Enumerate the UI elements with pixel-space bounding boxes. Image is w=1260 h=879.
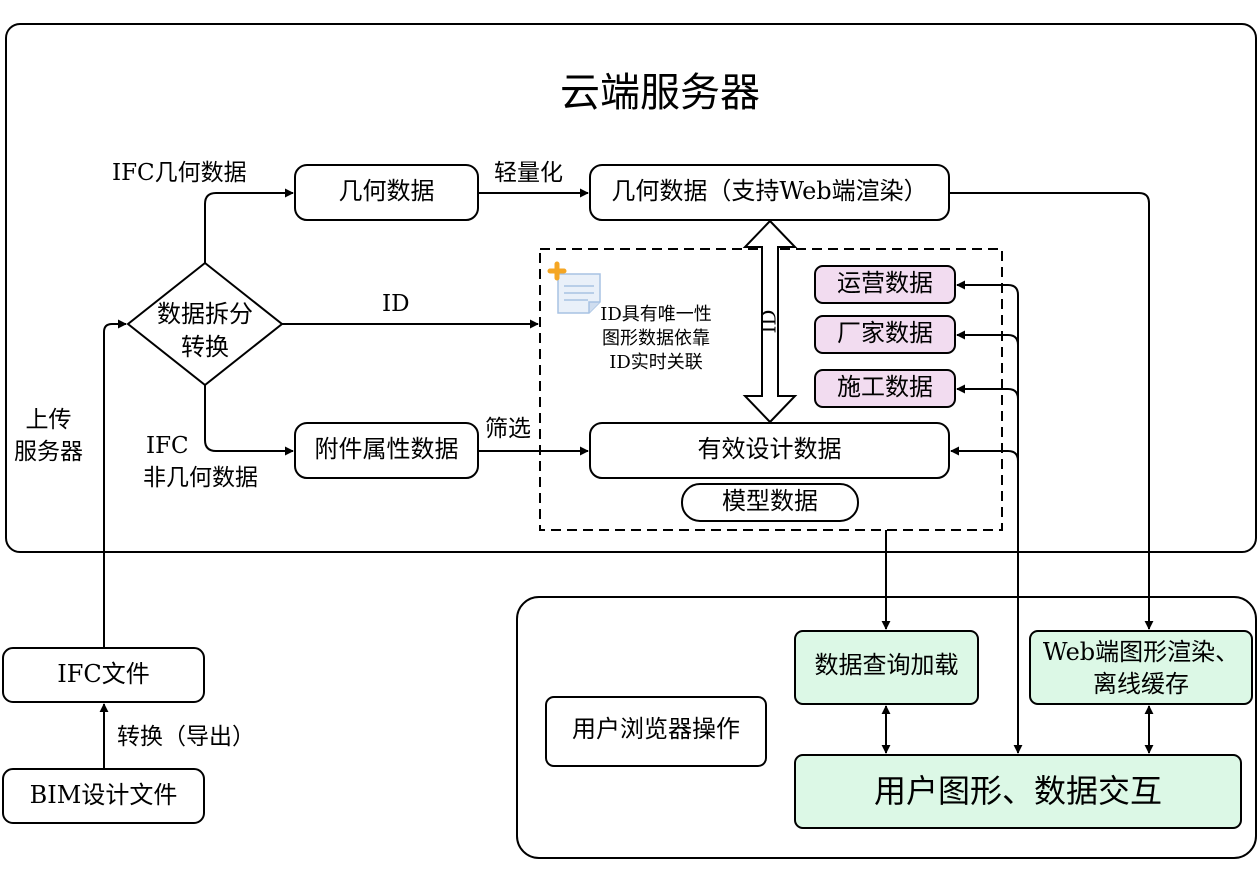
lightweight-label: 轻量化 xyxy=(494,160,563,186)
browser-ops-label: 用户浏览器操作 xyxy=(572,715,740,743)
construction-data-box xyxy=(814,369,956,408)
operation-data-label: 运营数据 xyxy=(837,269,933,297)
id-vertical-label: ID xyxy=(756,309,781,334)
id-note-text: ID具有唯一性 图形数据依靠 ID实时关联 xyxy=(600,304,712,373)
edge-to-construction xyxy=(956,384,1019,400)
bim-file-label: BIM设计文件 xyxy=(29,781,178,809)
upload-label: 上传 服务器 xyxy=(14,407,83,465)
valid-design-box xyxy=(589,422,950,479)
ifc-non-geometry-label-1: IFC xyxy=(146,433,189,459)
web-render-box xyxy=(1029,630,1253,705)
ifc-non-geometry-label-2: 非几何数据 xyxy=(143,465,258,491)
edge-split-to-attributes xyxy=(204,385,294,456)
edge-interaction-trunk xyxy=(956,280,1023,754)
construction-data-label: 施工数据 xyxy=(837,373,933,401)
edge-to-valid-design xyxy=(950,446,1019,462)
convert-export-label: 转换（导出） xyxy=(117,724,255,750)
operation-data-box xyxy=(814,265,956,304)
web-render-label: Web端图形渲染、 离线缓存 xyxy=(1042,638,1240,698)
split-label: 数据拆分 转换 xyxy=(157,300,253,361)
interaction-box xyxy=(794,754,1242,829)
cloud-server-container xyxy=(5,23,1257,553)
model-data-box xyxy=(681,483,859,522)
geometry-web-label: 几何数据（支持Web端渲染） xyxy=(611,177,928,205)
browser-ops-box xyxy=(545,696,767,767)
id-double-arrow xyxy=(742,219,798,424)
vendor-data-label: 厂家数据 xyxy=(837,319,933,347)
ifc-geometry-label: IFC几何数据 xyxy=(112,160,247,186)
id-split-label: ID xyxy=(382,291,410,317)
query-load-label: 数据查询加载 xyxy=(814,651,959,679)
attributes-label: 附件属性数据 xyxy=(314,435,459,463)
edge-to-vendor xyxy=(956,330,1019,346)
interaction-label: 用户图形、数据交互 xyxy=(873,772,1162,810)
model-data-label: 模型数据 xyxy=(722,487,818,515)
vendor-data-box xyxy=(814,315,956,354)
edge-geometry-to-render xyxy=(949,192,1154,630)
edge-upload xyxy=(103,319,127,648)
cloud-server-title: 云端服务器 xyxy=(560,70,760,116)
geometry-label: 几何数据 xyxy=(338,177,435,205)
ifc-file-label: IFC文件 xyxy=(57,660,150,688)
filter-label: 筛选 xyxy=(485,416,531,442)
edge-split-to-geometry xyxy=(204,188,294,263)
note-add-icon xyxy=(547,261,601,314)
valid-design-label: 有效设计数据 xyxy=(697,435,842,463)
